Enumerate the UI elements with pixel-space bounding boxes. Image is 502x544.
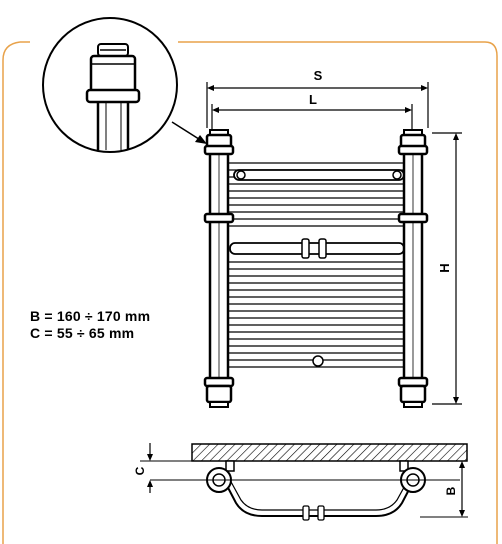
- dimension-b: B: [420, 461, 468, 518]
- dimension-c-label: C: [133, 466, 147, 475]
- dimension-c: C: [133, 443, 192, 493]
- dimension-s-label: S: [314, 68, 323, 83]
- radiator-bars: [228, 162, 404, 368]
- detail-pointer-arrow: [171, 121, 207, 144]
- left-column: [203, 129, 235, 408]
- right-column: [397, 129, 429, 408]
- spec-c-range: C = 55 ÷ 65 mm: [30, 325, 135, 341]
- frame-border: [2, 41, 498, 544]
- wall-hatched: [191, 443, 468, 462]
- radiator-front-view: [203, 129, 429, 408]
- dimension-h: H: [432, 132, 462, 405]
- dimension-l-label: L: [309, 92, 317, 107]
- dimension-s: S: [206, 68, 429, 128]
- detail-magnifier: [42, 17, 178, 153]
- dimension-h-label: H: [437, 263, 452, 272]
- dimension-l: L: [211, 92, 413, 130]
- dimension-b-label: B: [444, 486, 458, 495]
- radiator-top-view: [150, 443, 468, 521]
- spec-b-range: B = 160 ÷ 170 mm: [30, 308, 151, 324]
